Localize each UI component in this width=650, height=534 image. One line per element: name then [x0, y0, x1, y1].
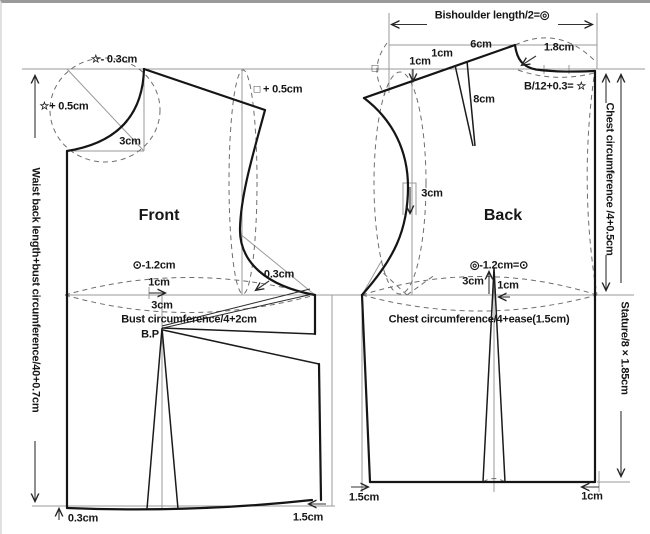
- back-dart-width-label: 1cm: [431, 47, 453, 60]
- front-side-seam-bottom: [317, 362, 323, 502]
- back-armhole-notch-label: 3cm: [421, 187, 443, 200]
- back-title: Back: [483, 207, 523, 224]
- front-bust-reduction-label: ⊙-1.2cm: [132, 259, 176, 272]
- back-hem-left-label: 1.5cm: [348, 491, 380, 504]
- back-square-symbol: □: [371, 62, 379, 75]
- dimension-arrows: [35, 25, 621, 520]
- front-armhole: [238, 108, 317, 297]
- front-dart-shift-3cm-label: 3cm: [151, 299, 173, 312]
- thin-guides: [161, 288, 314, 329]
- back-chest-width-formula: Chest circumference/4+ease(1.5cm): [388, 313, 570, 326]
- front-title: Front: [138, 207, 180, 224]
- front-hem-left-label: 0.3cm: [67, 512, 99, 525]
- front-armhole-depth-label: □ + 0.5cm: [253, 83, 303, 96]
- front-bust-width-formula: Bust circumference/4+2cm: [121, 313, 257, 326]
- front-shoulder: [142, 67, 267, 112]
- back-shoulder-dart-length-label: 8cm: [473, 93, 495, 106]
- front-bust-point-label: B.P: [141, 328, 159, 341]
- back-shoulder: [362, 43, 517, 100]
- back-neck-rise-label: 1.8cm: [543, 41, 575, 54]
- bishoulder-dimension-label: Bishoulder length/2=◎: [434, 9, 550, 22]
- back-dart-above-label: 3cm: [462, 275, 484, 288]
- back-shoulder-segment-label: 6cm: [470, 38, 492, 51]
- front-neck-top-label: ☆- 0.3cm: [90, 53, 138, 66]
- back-side-seam: [360, 293, 372, 484]
- front-side-dart: [161, 327, 320, 365]
- back-hem-right-label: 1cm: [581, 490, 603, 503]
- back-shoulder-drop-label: 1cm: [409, 55, 431, 68]
- stature-dimension-label: Stature/8 × 1.85cm: [618, 301, 631, 395]
- front-hem: [65, 498, 314, 511]
- pattern-drawing: [22, 13, 645, 520]
- front-dart-shift-1cm-label: 1cm: [148, 276, 170, 289]
- front-neck-diagonal-label: 3cm: [119, 135, 141, 148]
- front-side-dart-gap-label: 0.3cm: [263, 268, 295, 281]
- front-neck-side-label: ☆+ 0.5cm: [39, 100, 89, 113]
- back-bust-reduction-label: ◎-1.2cm=⊙: [469, 259, 529, 272]
- dart-lines: [146, 60, 506, 510]
- front-waist-dart: [146, 327, 179, 510]
- back-neck-width-formula: B/12+0.3= ☆: [523, 80, 587, 93]
- back-shoulder-dart: [454, 60, 476, 147]
- back-armhole: [360, 96, 410, 297]
- back-neck-curve: [513, 43, 597, 73]
- back-waist-dart: [482, 267, 506, 483]
- front-hem-right-label: 1.5cm: [292, 511, 324, 524]
- left-dimension-label: Waist back length+bust circumference/40+…: [29, 167, 42, 413]
- pattern-outlines: [65, 43, 597, 511]
- dashed-guides: [49, 37, 598, 483]
- chest-dimension-label: Chest circumference /4+0.5cm: [603, 102, 616, 256]
- front-neck-curve: [65, 67, 146, 153]
- back-dart-shift-label: 1cm: [497, 279, 519, 292]
